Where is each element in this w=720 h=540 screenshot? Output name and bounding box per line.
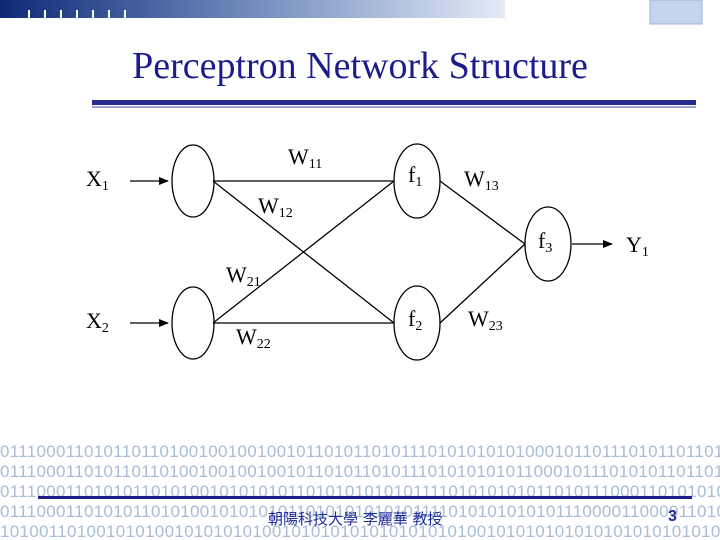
- weight-label-w22: W22: [236, 324, 271, 352]
- function-label-f1: f1: [408, 162, 423, 190]
- connection-w21: [212, 180, 395, 324]
- binary-line: 0111000110101101101001001001001011010110…: [0, 462, 720, 481]
- top-decoration-band: [0, 0, 703, 25]
- function-label-f3: f3: [538, 228, 553, 256]
- function-label-f2: f2: [408, 306, 423, 334]
- weight-label-w23: W23: [468, 306, 503, 334]
- hidden-node-f2: [393, 285, 441, 361]
- input-label-x2: X2: [86, 308, 109, 336]
- binary-line: 0111000110101011010100101010101101010101…: [0, 502, 720, 521]
- slide-title: Perceptron Network Structure: [132, 45, 588, 87]
- connection-w23: [439, 243, 526, 324]
- input-node-1: [171, 144, 215, 218]
- binary-line: 1010011010010101001010101010010101010101…: [0, 522, 720, 540]
- weight-label-w21: W21: [226, 262, 261, 290]
- binary-line: 0111000110101101101001001001001011010110…: [0, 442, 720, 461]
- page-number: 3: [668, 508, 677, 525]
- output-label-y1: Y1: [626, 232, 649, 260]
- footer-credit: 朝陽科技大學 李麗華 教授: [268, 510, 443, 528]
- input-node-2: [171, 286, 215, 360]
- weight-label-w13: W13: [464, 166, 499, 194]
- weight-label-w12: W12: [258, 193, 293, 221]
- input-label-x1: X1: [86, 166, 109, 194]
- output-node-f3: [524, 206, 572, 282]
- title-underline: [92, 100, 696, 108]
- hidden-node-f1: [393, 143, 441, 219]
- weight-label-w11: W11: [288, 144, 323, 172]
- connection-w13: [439, 180, 526, 245]
